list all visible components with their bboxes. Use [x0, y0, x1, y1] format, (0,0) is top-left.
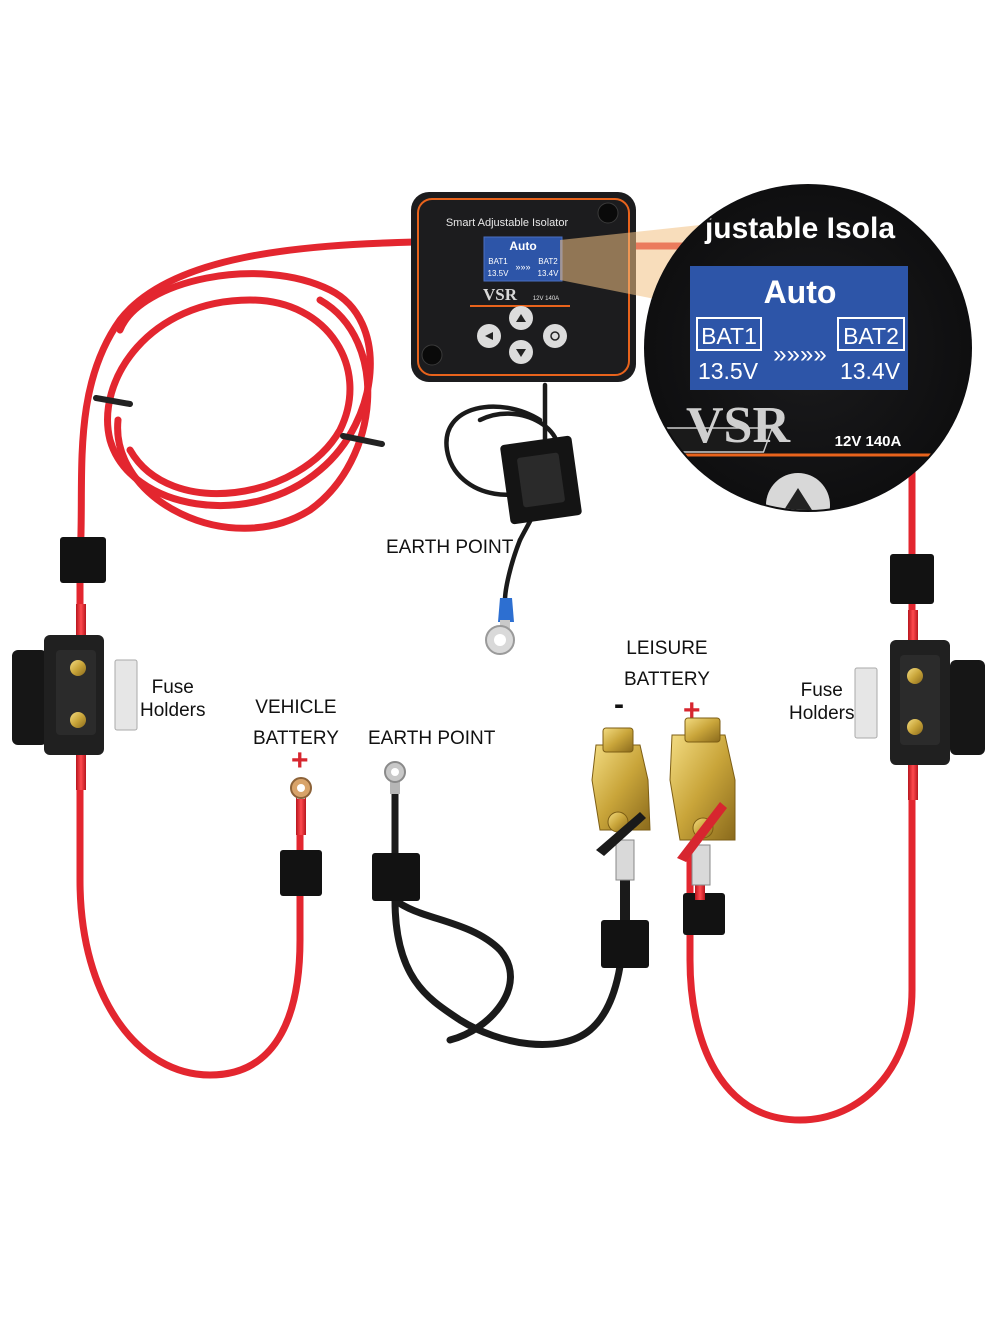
- label-fuse-right-line2: Holders: [789, 703, 855, 724]
- device-bat2-label: BAT2: [538, 257, 558, 266]
- gear-icon: [550, 331, 560, 341]
- label-fuse-left-line2: Holders: [140, 700, 206, 721]
- device-rating: 12V 140A: [533, 296, 559, 302]
- device-bat1-label: BAT1: [488, 257, 508, 266]
- zoom-brand: VSR: [686, 397, 791, 454]
- zoom-bat2-voltage: 13.4V: [840, 358, 901, 384]
- label-fuse-left-line1: Fuse: [151, 677, 194, 698]
- triangle-up-icon: [516, 314, 526, 322]
- label-vehicle-battery-line2: BATTERY: [253, 728, 339, 749]
- red-cable-left: [76, 238, 419, 1079]
- fuse-holder-left: [12, 604, 138, 790]
- battery-clamp-positive: [669, 717, 736, 900]
- zoom-mode: Auto: [764, 274, 837, 310]
- zoom-bat1-label: BAT1: [701, 323, 757, 349]
- ring-terminal-vehicle: [290, 777, 312, 835]
- adhesive-mount-earth: [500, 435, 582, 525]
- cable-ties: [93, 395, 385, 447]
- zoom-arrows: »»»»: [773, 341, 826, 368]
- fuse-holder-right: [854, 610, 985, 800]
- label-leisure-battery-line1: LEISURE: [626, 638, 708, 659]
- label-fuse-left: Fuse Holders: [140, 676, 205, 722]
- plus-sign-vehicle: +: [291, 744, 309, 777]
- triangle-down-icon: [516, 349, 526, 357]
- zoom-bat1-voltage: 13.5V: [698, 358, 759, 384]
- label-vehicle-battery-line1: VEHICLE: [255, 697, 337, 718]
- label-vehicle-battery: VEHICLE BATTERY: [253, 692, 339, 754]
- device-bat1-voltage: 13.5V: [488, 269, 510, 278]
- label-leisure-battery-line2: BATTERY: [624, 669, 710, 690]
- device-bat2-voltage: 13.4V: [538, 269, 560, 278]
- return-arrow-icon: [485, 332, 493, 340]
- label-earth-point-top: EARTH POINT: [386, 537, 514, 558]
- zoom-rating: 12V 140A: [835, 433, 902, 450]
- zoom-title-fragment: justable Isola: [704, 212, 895, 245]
- triangle-up-icon-zoom: [784, 488, 812, 510]
- label-fuse-right: Fuse Holders: [789, 679, 854, 725]
- label-fuse-right-line1: Fuse: [800, 680, 843, 701]
- zoom-callout: [560, 184, 972, 512]
- device-mode: Auto: [509, 239, 536, 253]
- ring-terminal-earth: [384, 761, 406, 794]
- device-title: Smart Adjustable Isolator: [446, 217, 569, 229]
- battery-clamp-negative: [591, 727, 651, 920]
- adhesive-mounts: [60, 537, 934, 968]
- minus-sign-leisure: -: [614, 688, 624, 721]
- device-brand: VSR: [483, 285, 518, 304]
- zoom-bat2-label: BAT2: [843, 323, 899, 349]
- device-arrows: »»»: [515, 262, 530, 272]
- plus-sign-leisure: +: [683, 694, 701, 727]
- label-leisure-battery: LEISURE BATTERY: [624, 633, 710, 695]
- black-earth-cable-bottom: [391, 786, 629, 1048]
- ring-terminal-top: [485, 598, 515, 655]
- label-earth-point-bottom: EARTH POINT: [368, 728, 496, 749]
